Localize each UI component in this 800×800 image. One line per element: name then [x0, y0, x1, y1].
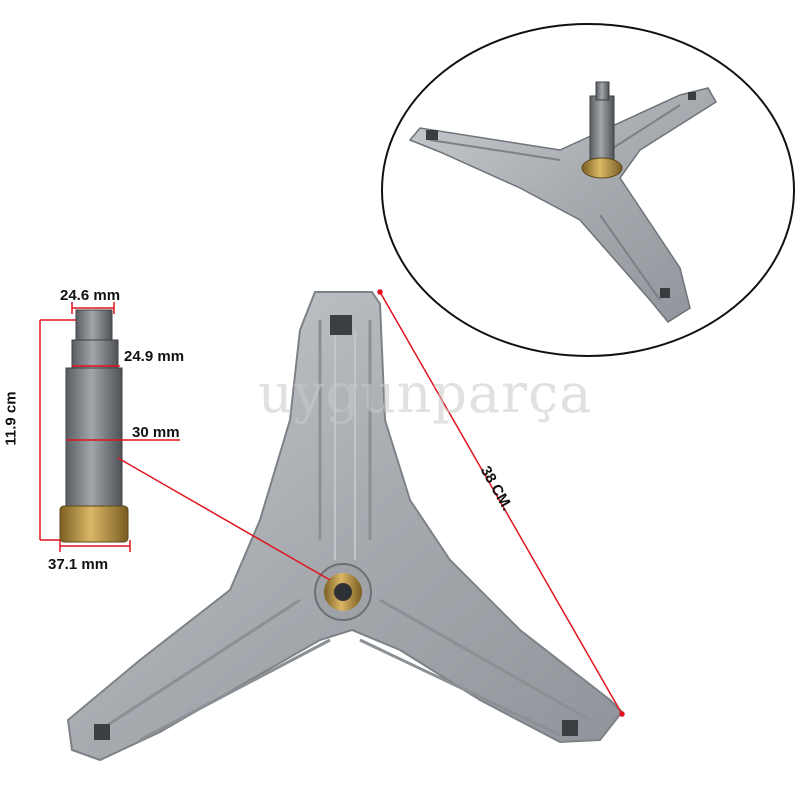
spider-top-view — [66, 291, 624, 762]
shaft-mid-diameter-label: 24.9 mm — [124, 348, 185, 365]
inset-view — [381, 23, 795, 357]
dimension-lines — [39, 289, 625, 717]
shaft-top-diameter-label: 24.6 mm — [60, 287, 121, 304]
perspective-spider-icon — [408, 81, 718, 323]
shaft-side-view — [59, 309, 129, 543]
shaft-body-diameter-label: 30 mm — [132, 424, 180, 441]
shaft-length-label: 11.9 cm — [2, 391, 20, 446]
bearing-diameter-label: 37.1 mm — [48, 556, 109, 573]
watermark-text: uygunparça — [258, 362, 593, 425]
